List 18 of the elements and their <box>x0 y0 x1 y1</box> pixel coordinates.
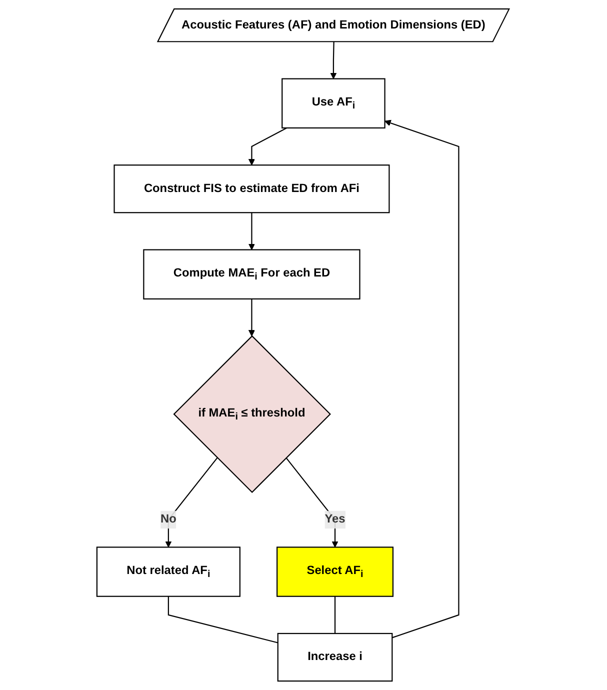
arrow <box>384 120 460 638</box>
node-box: Increase i <box>278 632 394 682</box>
edge-label: Yes <box>325 513 346 526</box>
node-box: Construct FIS to estimate ED from AFi <box>114 164 390 214</box>
arrow <box>330 42 338 80</box>
arrow <box>248 127 288 166</box>
connector <box>334 596 336 634</box>
arrow <box>248 298 256 336</box>
node-box: Use AF$_{i}$ <box>282 78 386 128</box>
connector <box>168 596 278 644</box>
node-box: Select AF$_{i}$ <box>276 546 394 597</box>
node-box: Compute MAE$_{i}$ For each ED <box>144 249 361 300</box>
edge-label: No <box>160 513 177 526</box>
arrow <box>248 212 256 250</box>
node-box: Not related AF$_{i}$ <box>96 546 241 597</box>
node-diamond: if MAE$_{i}$ ≤ threshold <box>174 335 332 494</box>
arrow <box>286 457 339 548</box>
arrow <box>166 457 218 548</box>
